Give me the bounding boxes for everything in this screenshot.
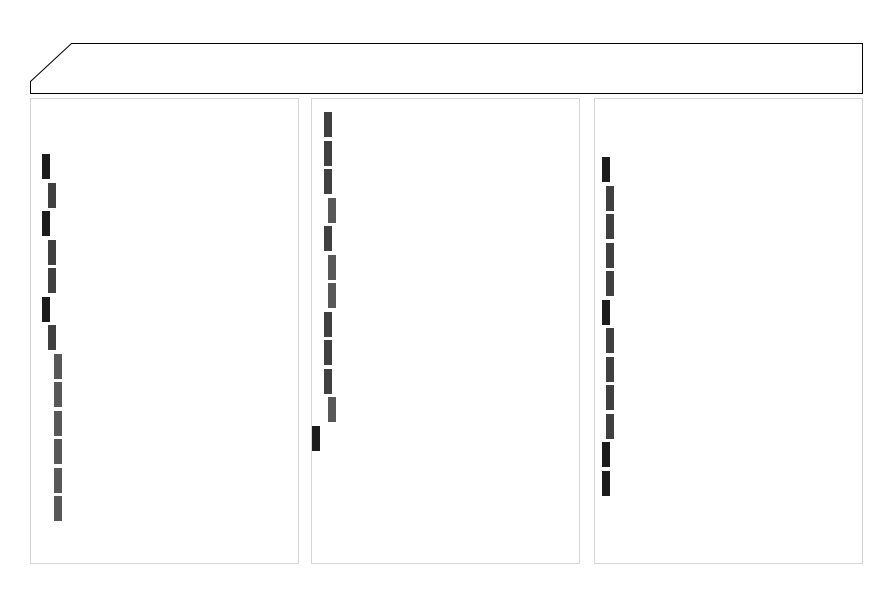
tree-item[interactable] — [48, 183, 56, 208]
tree-item[interactable] — [54, 411, 62, 436]
tree-item[interactable] — [312, 426, 320, 451]
tree-item[interactable] — [606, 357, 614, 382]
tree-item[interactable] — [54, 439, 62, 464]
header-banner — [30, 43, 863, 94]
tree-item[interactable] — [606, 414, 614, 439]
tree-item[interactable] — [324, 312, 332, 337]
tree-item[interactable] — [324, 226, 332, 251]
tree-item[interactable] — [48, 268, 56, 293]
tree-item[interactable] — [48, 325, 56, 350]
tree-item[interactable] — [606, 271, 614, 296]
tree-item[interactable] — [602, 471, 610, 496]
tree-item[interactable] — [42, 211, 50, 236]
tree-item[interactable] — [324, 369, 332, 394]
tree-item[interactable] — [324, 112, 332, 137]
tree-item[interactable] — [54, 496, 62, 521]
tree-item[interactable] — [328, 255, 336, 280]
tree-item[interactable] — [606, 186, 614, 211]
tree-item[interactable] — [606, 385, 614, 410]
tree-item[interactable] — [324, 141, 332, 166]
tree-item[interactable] — [602, 442, 610, 467]
left-panel — [30, 98, 299, 564]
tree-item[interactable] — [54, 468, 62, 493]
tree-item[interactable] — [606, 328, 614, 353]
tree-item[interactable] — [328, 198, 336, 223]
tree-item[interactable] — [606, 214, 614, 239]
tree-item[interactable] — [54, 354, 62, 379]
tree-item[interactable] — [324, 169, 332, 194]
tree-item[interactable] — [42, 297, 50, 322]
tree-item[interactable] — [48, 240, 56, 265]
tree-item[interactable] — [328, 283, 336, 308]
middle-panel — [311, 98, 580, 564]
tree-item[interactable] — [324, 340, 332, 365]
right-panel — [594, 98, 863, 564]
tree-item[interactable] — [602, 157, 610, 182]
tree-item[interactable] — [42, 154, 50, 179]
tree-item[interactable] — [606, 243, 614, 268]
tree-item[interactable] — [602, 300, 610, 325]
tree-item[interactable] — [54, 382, 62, 407]
tree-item[interactable] — [328, 397, 336, 422]
